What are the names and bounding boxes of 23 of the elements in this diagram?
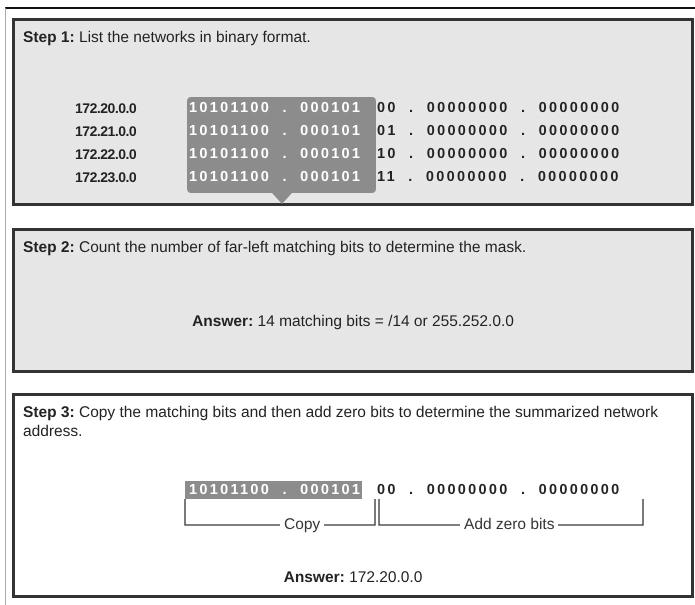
remaining-bits: 10 . 00000000 . 00000000 [377, 145, 622, 163]
bracket-label: Copy [280, 516, 324, 534]
step-instruction: Step 1: List the networks in binary format. [23, 28, 312, 47]
answer-text: Answer: 172.20.0.0 [282, 569, 424, 587]
remaining-bits: 00 . 00000000 . 00000000 [377, 99, 622, 117]
matching-bits: 10101100 . 000101 [189, 145, 362, 163]
step-panel [12, 393, 694, 598]
step-instruction: Step 3: Copy the matching bits and then add zero bits to determine the summarized network address. [23, 403, 659, 441]
matching-bits: 10101100 . 000101 [189, 168, 362, 186]
matching-bits: 10101100 . 000101 [185, 481, 362, 499]
step-panel [12, 18, 694, 206]
matching-bits: 10101100 . 000101 [189, 99, 362, 117]
remaining-bits: 11 . 00000000 . 00000000 [377, 168, 621, 186]
network-address: 172.23.0.0 [75, 168, 136, 186]
step-panel [12, 228, 694, 373]
matching-bits: 10101100 . 000101 [189, 122, 362, 140]
remaining-bits: 01 . 00000000 . 00000000 [377, 122, 622, 140]
network-address: 172.21.0.0 [75, 122, 136, 140]
answer-text: Answer: 14 matching bits = /14 or 255.252.0.0 [191, 313, 515, 331]
network-address: 172.22.0.0 [75, 145, 136, 163]
network-address: 172.20.0.0 [75, 99, 136, 117]
step-instruction: Step 2: Count the number of far-left matching bits to determine the mask. [23, 238, 528, 257]
remaining-bits: 00 . 00000000 . 00000000 [377, 481, 622, 499]
